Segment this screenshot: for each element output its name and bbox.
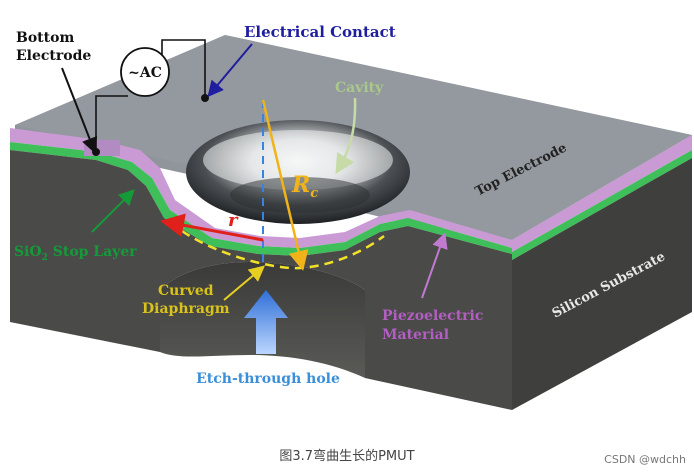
top-contact-dot	[201, 94, 209, 102]
cavity-arrow	[335, 97, 357, 175]
electrical-contact-arrow	[207, 43, 253, 98]
label-piezo-1: Piezoelectric	[382, 308, 483, 324]
label-ac: ~AC	[128, 65, 162, 81]
bottom-electrode-arrow	[61, 67, 98, 154]
piezo-layer-right	[512, 135, 692, 252]
piezoelectric-arrow	[421, 232, 448, 299]
label-sio2-stop-layer: SiO2 Stop Layer	[14, 244, 137, 263]
ac-source-icon	[120, 47, 170, 97]
rc-arrow	[261, 99, 309, 271]
substrate-front-face	[10, 150, 512, 410]
sio2-layer-front	[10, 142, 512, 256]
etch-through-arrow-icon	[244, 290, 288, 354]
label-bottom-electrode-1: Bottom	[16, 30, 74, 46]
label-cavity: Cavity	[335, 80, 384, 96]
figure-caption: 图3.7弯曲生长的PMUT	[279, 449, 415, 464]
label-piezo-2: Material	[382, 327, 449, 343]
curved-diaphragm-arrow	[223, 265, 266, 301]
bottom-electrode-pad	[84, 140, 120, 156]
piezo-layer-front	[10, 128, 512, 248]
ac-circuit	[92, 39, 209, 156]
label-curved-1: Curved	[158, 283, 214, 299]
label-curved-2: Diaphragm	[142, 301, 230, 317]
label-r: r	[228, 210, 239, 231]
sio2-arrow	[91, 189, 135, 233]
label-rc: Rc	[291, 172, 318, 201]
watermark: CSDN @wdchh	[604, 453, 686, 466]
wafer-block	[10, 35, 692, 410]
label-electrical-contact: Electrical Contact	[244, 23, 396, 41]
sio2-layer-right	[512, 150, 692, 260]
label-etch-through-hole: Etch-through hole	[196, 371, 340, 387]
label-bottom-electrode-2: Electrode	[16, 48, 91, 64]
r-arrow	[160, 213, 264, 242]
substrate-right-face	[512, 158, 692, 410]
